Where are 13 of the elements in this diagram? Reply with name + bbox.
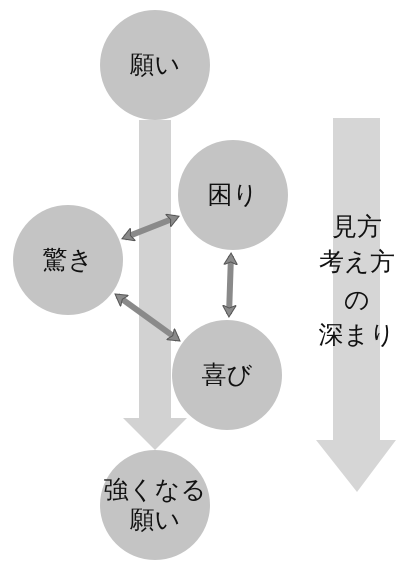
- node-label: 困り: [206, 180, 260, 210]
- direction-label: 深まり: [318, 319, 396, 351]
- node-label: 驚き: [42, 245, 94, 275]
- double-arrow: [114, 293, 180, 342]
- double-arrow: [121, 214, 180, 242]
- direction-label: 見方: [331, 211, 383, 243]
- direction-label: の: [343, 284, 371, 316]
- direction-label: 考え方: [318, 246, 396, 278]
- double-arrow: [222, 252, 238, 318]
- node-label: 願い: [128, 50, 182, 80]
- wide-arrow: [123, 120, 187, 450]
- node-label: 喜び: [200, 360, 254, 390]
- node-label: 強くなる願い: [102, 475, 208, 535]
